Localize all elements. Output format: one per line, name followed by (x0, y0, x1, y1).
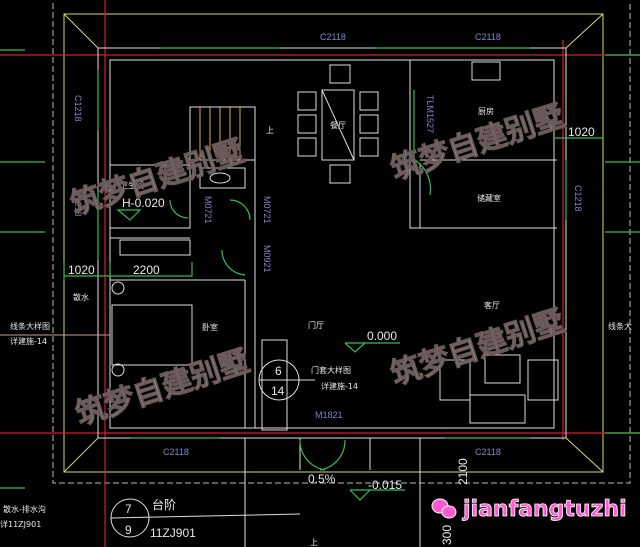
brand-watermark: jianfangtuzhi (462, 497, 627, 522)
note-line-detail: 线条大样图 (10, 321, 50, 331)
window-c2118-top-right: C2118 (475, 32, 501, 42)
window-c1218-right: C1218 (573, 185, 583, 212)
room-living: 客厅 (484, 300, 500, 310)
level-porch: -0.015 (368, 478, 402, 492)
room-storage: 储藏室 (477, 193, 501, 203)
callout-steps-top: 7 (125, 502, 132, 516)
dim-2100: 2100 (456, 458, 470, 485)
furniture (111, 61, 559, 431)
note-drain: 散水-排水沟 (3, 504, 46, 514)
note-drain-ref: 详11ZJ901 (0, 519, 41, 529)
window-c2118-bottom-left: C2118 (163, 447, 189, 457)
room-dining: 餐厅 (330, 121, 346, 130)
door-tlm1527: TLM1527 (425, 95, 435, 133)
note-std-ref: 11ZJ901 (150, 526, 196, 540)
room-bath: 卫生间 (120, 180, 144, 190)
dimensions: 1020 2200 1020 2100 300 (63, 125, 603, 545)
watermark-text-4: 筑梦自建别墅 (387, 304, 569, 393)
dim-2200: 2200 (133, 263, 160, 277)
windows-labels: C2118 C2118 C2118 C2118 C1218 C1218 C121… (73, 32, 583, 457)
room-bedroom: 卧室 (202, 322, 218, 332)
callout-door-bottom: 14 (271, 384, 285, 398)
watermark-text-3: 筑梦自建别墅 (72, 344, 254, 433)
callout-door-top: 6 (275, 364, 282, 378)
room-foyer: 门厅 (308, 320, 324, 330)
walls (97, 47, 567, 547)
door-m0921: M0921 (262, 245, 272, 273)
door-m0721-1: M0721 (203, 196, 213, 224)
room-kitchen: 厨房 (478, 106, 494, 116)
label-apron: 散水 (73, 292, 89, 302)
callout-steps-bottom: 9 (125, 523, 132, 537)
door-m0721-2: M0721 (262, 196, 272, 224)
porch-up: 上 (310, 538, 318, 547)
window-c1218-left-bottom: C1218 (73, 190, 83, 217)
level-hall: 0.000 (367, 329, 397, 343)
room-labels: 餐厅 厨房 储藏室 卫生间 卧室 门厅 客厅 散水 台阶 (73, 106, 501, 512)
levels: H-0.020 0.000 -0.015 0.5% (116, 196, 405, 501)
note-door-detail: 门套大样图 (311, 365, 351, 375)
stair-up: 上 (266, 126, 274, 135)
wechat-icon (431, 498, 457, 519)
note-line-ref: 详建施-14 (10, 336, 47, 346)
door-m1821: M1821 (315, 410, 343, 420)
window-c1218-left-top: C1218 (73, 95, 83, 122)
window-c2118-bottom-right: C2118 (475, 447, 501, 457)
notes: 线条大样图 详建施-14 线条大 门套大样图 详建施-14 散水-排水沟 详11… (0, 126, 632, 547)
level-slope: 0.5% (308, 472, 336, 486)
dim-300: 300 (440, 525, 454, 545)
note-line-detail-right: 线条大 (608, 321, 632, 331)
callouts: 7 9 6 14 (110, 359, 315, 538)
dim-1020-left: 1020 (68, 263, 95, 277)
label-steps: 台阶 (152, 497, 176, 512)
window-c2118-top-left: C2118 (320, 32, 346, 42)
watermarks: 筑梦自建别墅 筑梦自建别墅 筑梦自建别墅 筑梦自建别墅 jianfangtuzh… (66, 98, 627, 522)
dim-1020-right: 1020 (568, 125, 595, 139)
door-labels: M0721 M0721 M0921 TLM1527 M1821 (203, 95, 435, 420)
eave-lines (52, 3, 631, 484)
note-door-ref: 详建施-14 (321, 381, 358, 391)
level-bath: H-0.020 (122, 196, 165, 210)
